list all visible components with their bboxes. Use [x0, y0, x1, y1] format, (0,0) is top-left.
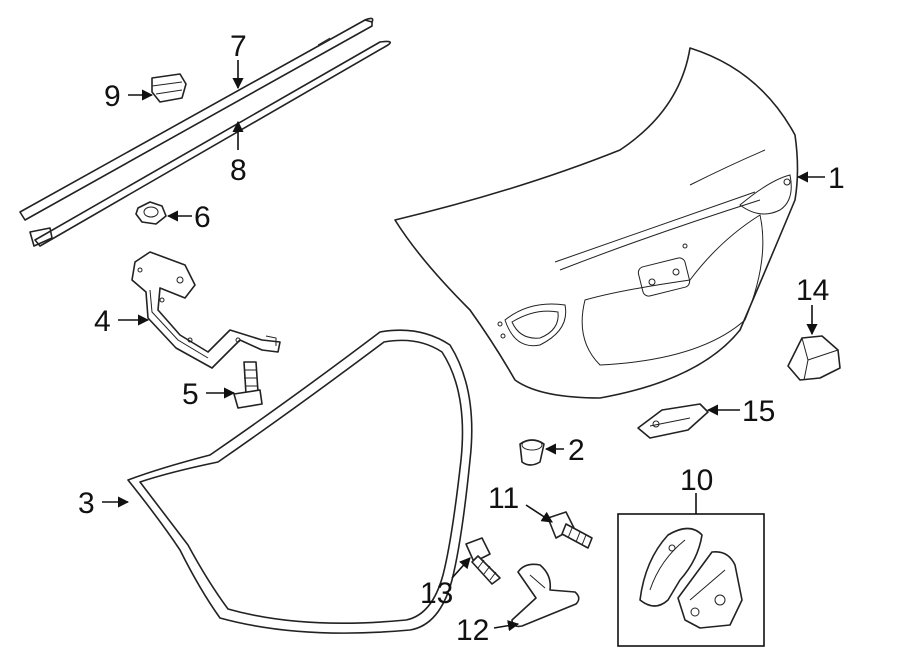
callout-5: 5	[182, 378, 199, 411]
bumper-part	[519, 439, 545, 466]
callout-11: 11	[488, 482, 519, 515]
license-lamp-part	[637, 403, 709, 439]
callout-6: 6	[194, 201, 211, 234]
callout-7: 7	[230, 30, 247, 63]
striker-bolt-part	[465, 537, 501, 585]
callout-12: 12	[456, 614, 489, 647]
latch-bolt-part	[547, 511, 593, 549]
latch-inset	[617, 513, 765, 647]
callout-1: 1	[828, 162, 845, 195]
callout-15: 15	[742, 395, 775, 428]
callout-3: 3	[78, 487, 95, 520]
trunk-lid-part	[394, 47, 799, 399]
support-rod-part	[19, 17, 374, 221]
hinge-bolt-part	[233, 361, 263, 409]
nut-part	[135, 201, 167, 225]
weatherstrip-part	[127, 329, 473, 634]
hinge-part	[131, 251, 281, 369]
callout-14: 14	[796, 274, 829, 307]
callout-numbers: 1 2 3 4 5 6 7 8 9 10 11 12 13 14 15	[78, 30, 845, 647]
callout-13: 13	[420, 577, 453, 610]
callout-10: 10	[680, 464, 713, 497]
prop-rod-part	[29, 40, 391, 247]
callout-2: 2	[568, 434, 585, 467]
callout-9: 9	[104, 80, 121, 113]
rod-clip-part	[151, 73, 187, 103]
striker-part	[511, 563, 580, 628]
callout-8: 8	[230, 154, 247, 187]
callout-4: 4	[94, 305, 111, 338]
leader-lines	[102, 60, 825, 632]
bracket-part	[787, 335, 841, 381]
